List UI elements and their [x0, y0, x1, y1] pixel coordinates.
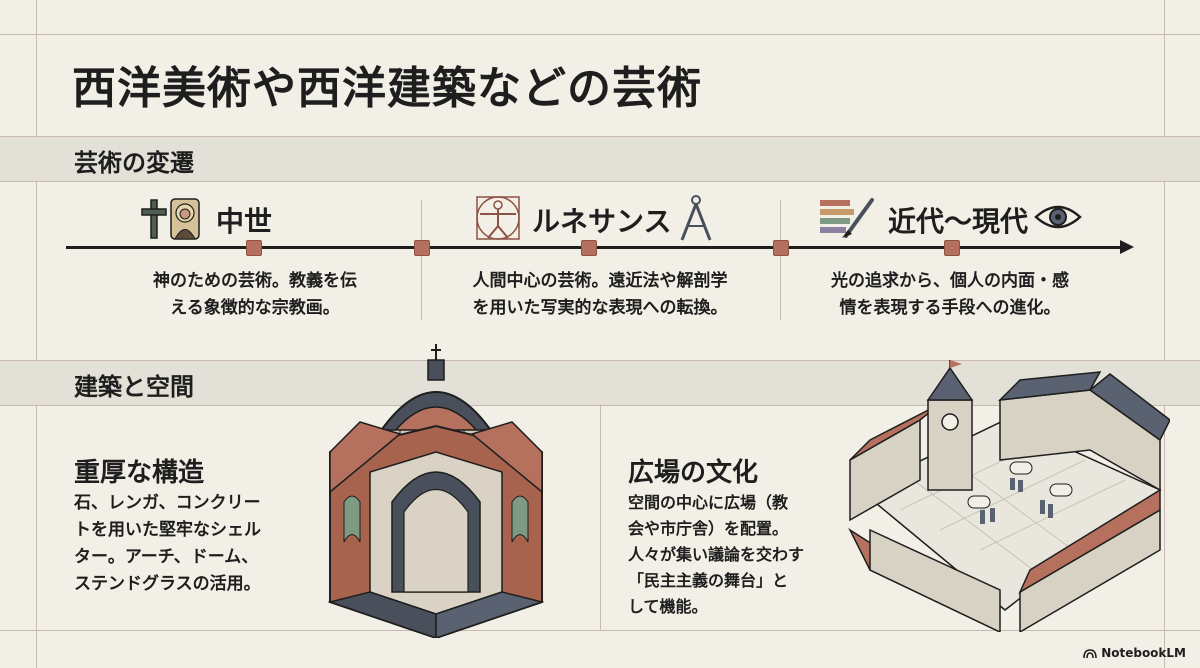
era-title-modern: 近代〜現代 — [888, 205, 1029, 238]
timeline-node-divider-1 — [414, 240, 430, 256]
era-divider-1 — [421, 200, 422, 320]
era-divider-2 — [780, 200, 781, 320]
architecture-divider — [600, 404, 601, 630]
page-title: 西洋美術や西洋建築などの芸術 — [72, 63, 702, 114]
structure-desc-line-3: ター。アーチ、ドーム、 — [74, 547, 259, 567]
structure-desc-line-1: 石、レンガ、コンクリー — [74, 493, 261, 513]
brand-name: NotebookLM — [1101, 646, 1186, 660]
guide-line-bottom — [0, 630, 1200, 631]
cathedral-illustration — [327, 344, 545, 638]
plaza-desc-line-5: して機能。 — [628, 597, 708, 616]
era-desc-medieval: 神のための芸術。教義を伝 える象徴的な宗教画。 — [105, 268, 405, 322]
town-plaza-illustration — [848, 360, 1170, 632]
eye-icon — [1034, 205, 1082, 229]
timeline-node-modern — [944, 240, 960, 256]
era-desc-renaissance-line-1: 人間中心の芸術。遠近法や解剖学 — [472, 271, 728, 291]
plaza-desc: 空間の中心に広場（教 会や市庁舎）を配置。 人々が集い議論を交わす 「民主主義の… — [628, 490, 838, 620]
era-desc-modern-line-1: 光の追求から、個人の内面・感 — [831, 271, 1069, 291]
structure-title: 重厚な構造 — [74, 458, 205, 488]
compass-icon — [680, 195, 712, 241]
saint-portrait-icon — [170, 198, 200, 240]
era-desc-medieval-line-2: える象徴的な宗教画。 — [170, 298, 340, 318]
plaza-desc-line-1: 空間の中心に広場（教 — [628, 493, 789, 512]
cross-icon — [141, 199, 167, 239]
structure-desc: 石、レンガ、コンクリー トを用いた堅牢なシェル ター。アーチ、ドーム、 ステンド… — [74, 490, 324, 598]
vitruvian-man-icon — [476, 196, 520, 240]
section-label-architecture: 建築と空間 — [74, 373, 194, 401]
plaza-desc-line-3: 人々が集い議論を交わす — [628, 545, 805, 564]
era-title-medieval: 中世 — [216, 205, 273, 238]
timeline-node-medieval — [246, 240, 262, 256]
timeline-node-renaissance — [581, 240, 597, 256]
structure-desc-line-2: トを用いた堅牢なシェル — [74, 520, 261, 540]
era-desc-medieval-line-1: 神のための芸術。教義を伝 — [153, 271, 357, 291]
plaza-desc-line-2: 会や市庁舎）を配置。 — [628, 519, 789, 538]
era-desc-modern-line-2: 情を表現する手段への進化。 — [839, 298, 1061, 318]
structure-desc-line-4: ステンドグラスの活用。 — [74, 574, 261, 594]
plaza-desc-line-4: 「民主主義の舞台」と — [628, 571, 789, 590]
era-desc-renaissance-line-2: を用いた写実的な表現への転換。 — [472, 298, 728, 318]
timeline-node-divider-2 — [773, 240, 789, 256]
notebooklm-logo-icon — [1083, 648, 1097, 658]
brand-mark: NotebookLM — [1083, 646, 1186, 660]
guide-line-right — [1164, 0, 1165, 668]
timeline-arrow-head — [1120, 240, 1134, 254]
paint-brush-icon — [820, 198, 874, 238]
guide-line-top — [0, 34, 1200, 35]
plaza-title: 広場の文化 — [628, 458, 759, 488]
era-desc-modern: 光の追求から、個人の内面・感 情を表現する手段への進化。 — [800, 268, 1100, 322]
era-title-renaissance: ルネサンス — [532, 205, 672, 238]
guide-line-left — [36, 0, 37, 668]
section-label-art: 芸術の変遷 — [74, 149, 194, 177]
section-band-art: 芸術の変遷 — [0, 136, 1200, 182]
era-desc-renaissance: 人間中心の芸術。遠近法や解剖学 を用いた写実的な表現への転換。 — [450, 268, 750, 322]
